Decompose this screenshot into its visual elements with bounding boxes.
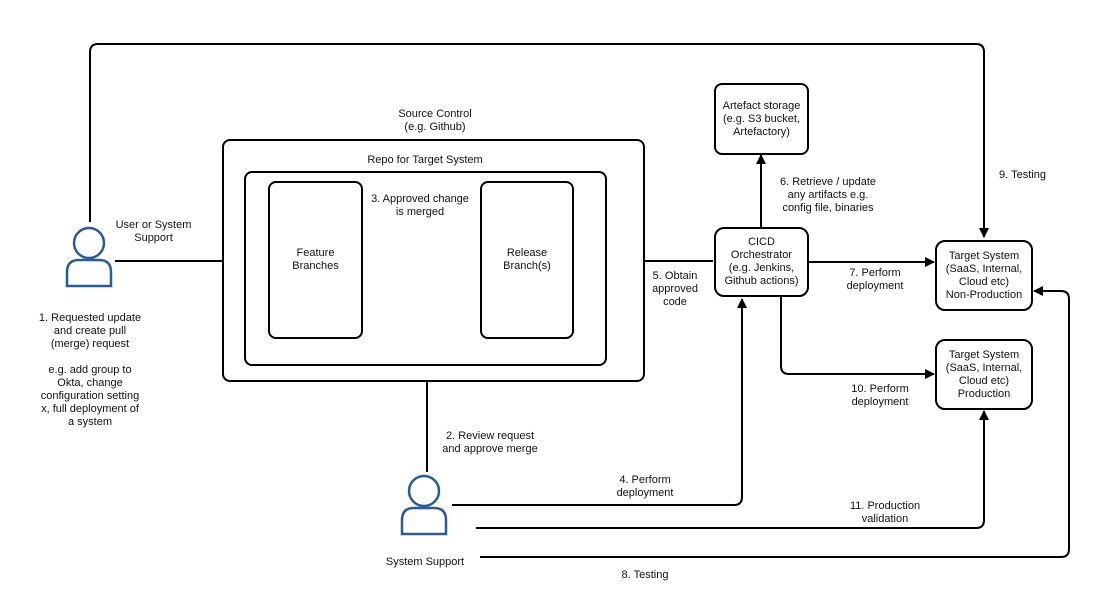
release-branches-box: Release Branch(s) bbox=[480, 181, 574, 339]
step-10-label: 10. Perform deployment bbox=[851, 383, 909, 408]
cicd-orchestrator-box: CICD Orchestrator (e.g. Jenkins, Github … bbox=[714, 227, 809, 297]
source-control-title: Source Control (e.g. Github) bbox=[398, 108, 472, 133]
step-6-label: 6. Retrieve / update any artifacts e.g. … bbox=[779, 176, 876, 214]
arrow-support-to-nonprod bbox=[480, 286, 1070, 558]
step-1-label: 1. Requested update and create pull (mer… bbox=[38, 312, 142, 428]
target-system-prod-box: Target System (SaaS, Internal, Cloud etc… bbox=[935, 339, 1033, 410]
repo-title: Repo for Target System bbox=[367, 154, 483, 166]
step-2-label: 2. Review request and approve merge bbox=[442, 430, 538, 455]
feature-branches-box: Feature Branches bbox=[268, 181, 363, 339]
step-3-label: 3. Approved change is merged bbox=[371, 193, 469, 218]
person-icon bbox=[400, 474, 448, 536]
artefact-storage-box: Artefact storage (e.g. S3 bucket, Artefa… bbox=[714, 83, 809, 155]
arrow-support-to-orch bbox=[452, 298, 747, 506]
actor-user-label: User or System Support bbox=[115, 219, 192, 244]
actor-support-label: System Support bbox=[385, 556, 465, 568]
arrow-user-to-target-nonprod bbox=[89, 43, 989, 238]
arrow-support-to-prod bbox=[476, 410, 989, 529]
person-icon bbox=[65, 226, 113, 288]
step-11-label: 11. Production validation bbox=[849, 500, 921, 525]
step-9-label: 9. Testing bbox=[999, 169, 1046, 181]
step-8-label: 8. Testing bbox=[621, 569, 669, 581]
step-7-label: 7. Perform deployment bbox=[846, 267, 904, 292]
target-system-nonprod-box: Target System (SaaS, Internal, Cloud etc… bbox=[935, 240, 1033, 311]
arrow-orch-to-prod bbox=[780, 296, 935, 379]
step-4-label: 4. Perform deployment bbox=[616, 474, 674, 499]
step-5-label: 5. Obtain approved code bbox=[652, 270, 698, 308]
